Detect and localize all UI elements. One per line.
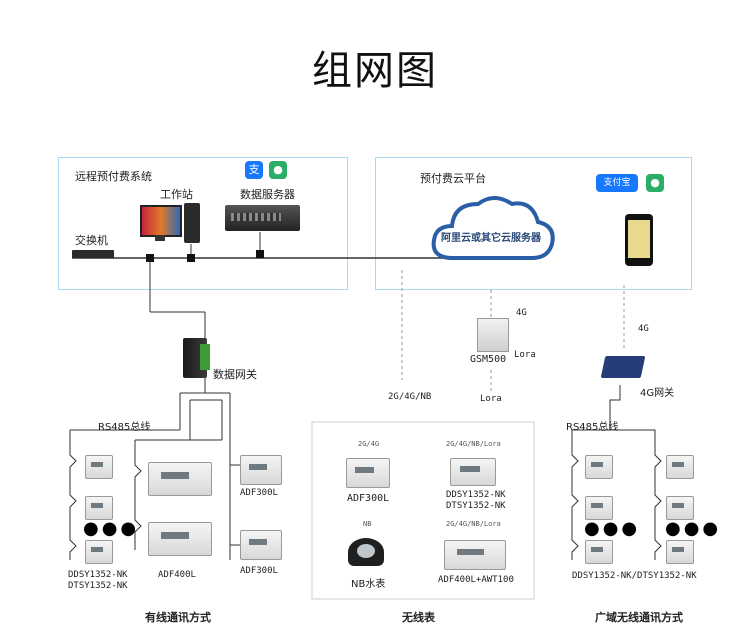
gsm500-device-icon — [477, 318, 509, 352]
adf300l-top-label: ADF300L — [240, 488, 278, 498]
wireless-adf300l-label: ADF300L — [347, 493, 390, 504]
switch-label: 交换机 — [75, 234, 108, 247]
switch-icon — [72, 250, 114, 258]
wireless-tag-2g4g: 2G/4G — [358, 440, 380, 448]
remote-prepaid-system-label: 远程预付费系统 — [75, 170, 152, 183]
right-gateway-4g-tag: 4G — [638, 324, 649, 334]
workstation-label: 工作站 — [160, 188, 193, 201]
nb-water-meter-icon — [348, 538, 384, 566]
nb-water-meter-label: NB水表 — [351, 579, 386, 590]
wide-meter-6 — [666, 540, 694, 564]
adf300l-device-bottom — [240, 530, 282, 560]
gsm-4g-tag: 4G — [516, 308, 527, 318]
gsm500-label: GSM500 — [470, 354, 507, 365]
alipay-icon: 支 — [245, 161, 263, 179]
cloud-server-label: 阿里云或其它云服务器 — [441, 233, 541, 244]
gsm-lora-label-1: Lora — [514, 350, 536, 360]
wireless-tag-nb: NB — [363, 520, 372, 528]
payment-icons-left: 支 ● — [245, 161, 295, 181]
wireless-ddsy-label: DDSY1352-NK DTSY1352-NK — [446, 490, 506, 511]
adf300l-bottom-label: ADF300L — [240, 566, 278, 576]
network-2g-4g-nb-label: 2G/4G/NB — [388, 392, 432, 402]
server-label: 数据服务器 — [240, 188, 295, 201]
wide-meter-ellipsis-2: ●●● — [665, 518, 722, 539]
wide-meter-3 — [585, 540, 613, 564]
wide-meter-5 — [666, 496, 694, 520]
router-icon — [600, 356, 646, 378]
wide-meter-ellipsis-1: ●●● — [584, 518, 641, 539]
remote-prepaid-system-box — [58, 157, 348, 290]
gsm-lora-label-2: Lora — [480, 394, 502, 404]
right-gateway-label: 4G网关 — [640, 388, 675, 399]
adf400l-device-top — [148, 462, 212, 496]
server-icon — [225, 205, 300, 231]
prepaid-cloud-platform-box — [375, 157, 692, 290]
wide-area-wireless-caption: 广域无线通讯方式 — [595, 611, 683, 624]
wireless-meter-caption: 无线表 — [402, 611, 435, 624]
data-gateway-label: 数据网关 — [213, 368, 257, 381]
adf400l-label: ADF400L — [158, 570, 196, 580]
wireless-adf300l-device — [346, 458, 390, 488]
wired-meter-3 — [85, 540, 113, 564]
rs485-bus-right-label: RS485总线 — [566, 422, 619, 433]
cloud-platform-label: 预付费云平台 — [420, 172, 486, 185]
wechat-icon: ● — [269, 161, 287, 179]
adf300l-device-top — [240, 455, 282, 485]
cloud-icon — [431, 196, 555, 260]
wireless-tag-2g4gnblora-1: 2G/4G/NB/Lora — [446, 440, 501, 448]
data-gateway-icon — [183, 338, 210, 378]
wide-meters-model-label: DDSY1352-NK/DTSY1352-NK — [572, 571, 697, 581]
wireless-adf400l-label: ADF400L+AWT100 — [438, 575, 514, 585]
phone-icon — [625, 214, 653, 266]
wireless-ddsy-device — [450, 458, 496, 486]
wide-meter-2 — [585, 496, 613, 520]
wired-communication-caption: 有线通讯方式 — [145, 611, 211, 624]
wired-meter-1 — [85, 455, 113, 479]
adf400l-device-bottom — [148, 522, 212, 556]
wide-meter-4 — [666, 455, 694, 479]
wide-meter-1 — [585, 455, 613, 479]
workstation-icon — [140, 203, 202, 245]
diagram-title: 组网图 — [312, 48, 438, 94]
wired-meter-2 — [85, 496, 113, 520]
alipay-icon-right: 支付宝 — [596, 174, 638, 192]
wired-meters-model-label: DDSY1352-NK DTSY1352-NK — [68, 570, 128, 591]
wired-meter-ellipsis: ●●● — [83, 518, 140, 539]
wechat-icon-right: ● — [646, 174, 664, 192]
payment-icons-right: 支付宝 ● — [596, 174, 668, 194]
rs485-bus-left-label: RS485总线 — [98, 422, 151, 433]
wireless-adf400l-device — [444, 540, 506, 570]
wireless-tag-2g4gnblora-2: 2G/4G/NB/Lora — [446, 520, 501, 528]
